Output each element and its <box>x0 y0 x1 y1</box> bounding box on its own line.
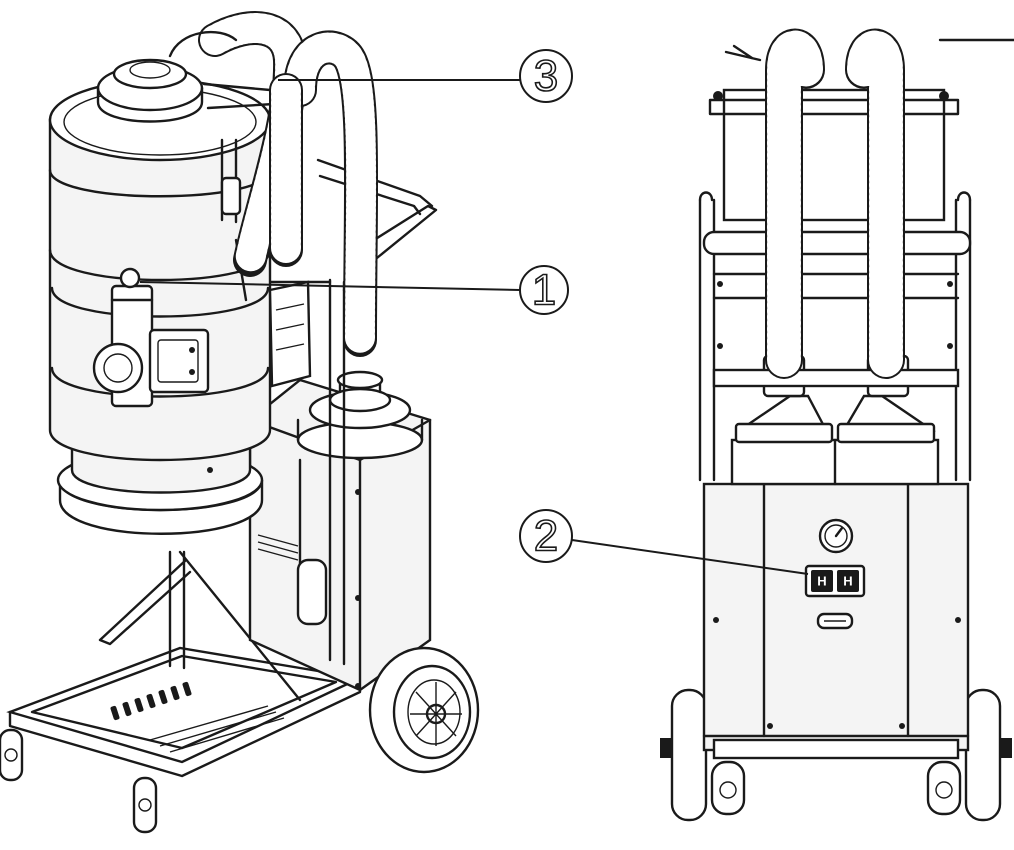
tray-slots <box>110 681 192 721</box>
side-panel <box>268 280 312 388</box>
pressure-gauge-icon <box>818 518 854 554</box>
base-tray <box>6 646 364 778</box>
inlet-valve <box>92 267 210 408</box>
hoses-side <box>168 11 379 357</box>
rear-wheels <box>660 688 1012 822</box>
callout-3-label: 3 <box>534 52 558 101</box>
leader-line-2 <box>571 539 809 575</box>
callout-1-circle <box>519 265 569 315</box>
leader-line-1 <box>139 281 521 291</box>
switch-left[interactable] <box>811 570 833 592</box>
side-view <box>0 11 480 834</box>
front-caster <box>0 728 158 834</box>
front-view: H H <box>660 29 1014 822</box>
callout-1-label: 1 <box>532 266 556 315</box>
callout-3-circle <box>519 49 573 103</box>
callout-2-circle <box>519 509 573 563</box>
switch-left-label: H <box>817 574 826 589</box>
hoses-front <box>765 29 905 379</box>
switch-panel: H H <box>804 564 866 630</box>
drum-lid <box>96 58 276 302</box>
switch-right-label: H <box>843 574 852 589</box>
callout-2-label: 2 <box>534 512 558 561</box>
callouts: 3 1 2 <box>139 49 809 575</box>
switch-right[interactable] <box>837 570 859 592</box>
support-frame <box>98 550 302 702</box>
main-wheel <box>368 646 480 774</box>
front-casters <box>710 760 962 816</box>
